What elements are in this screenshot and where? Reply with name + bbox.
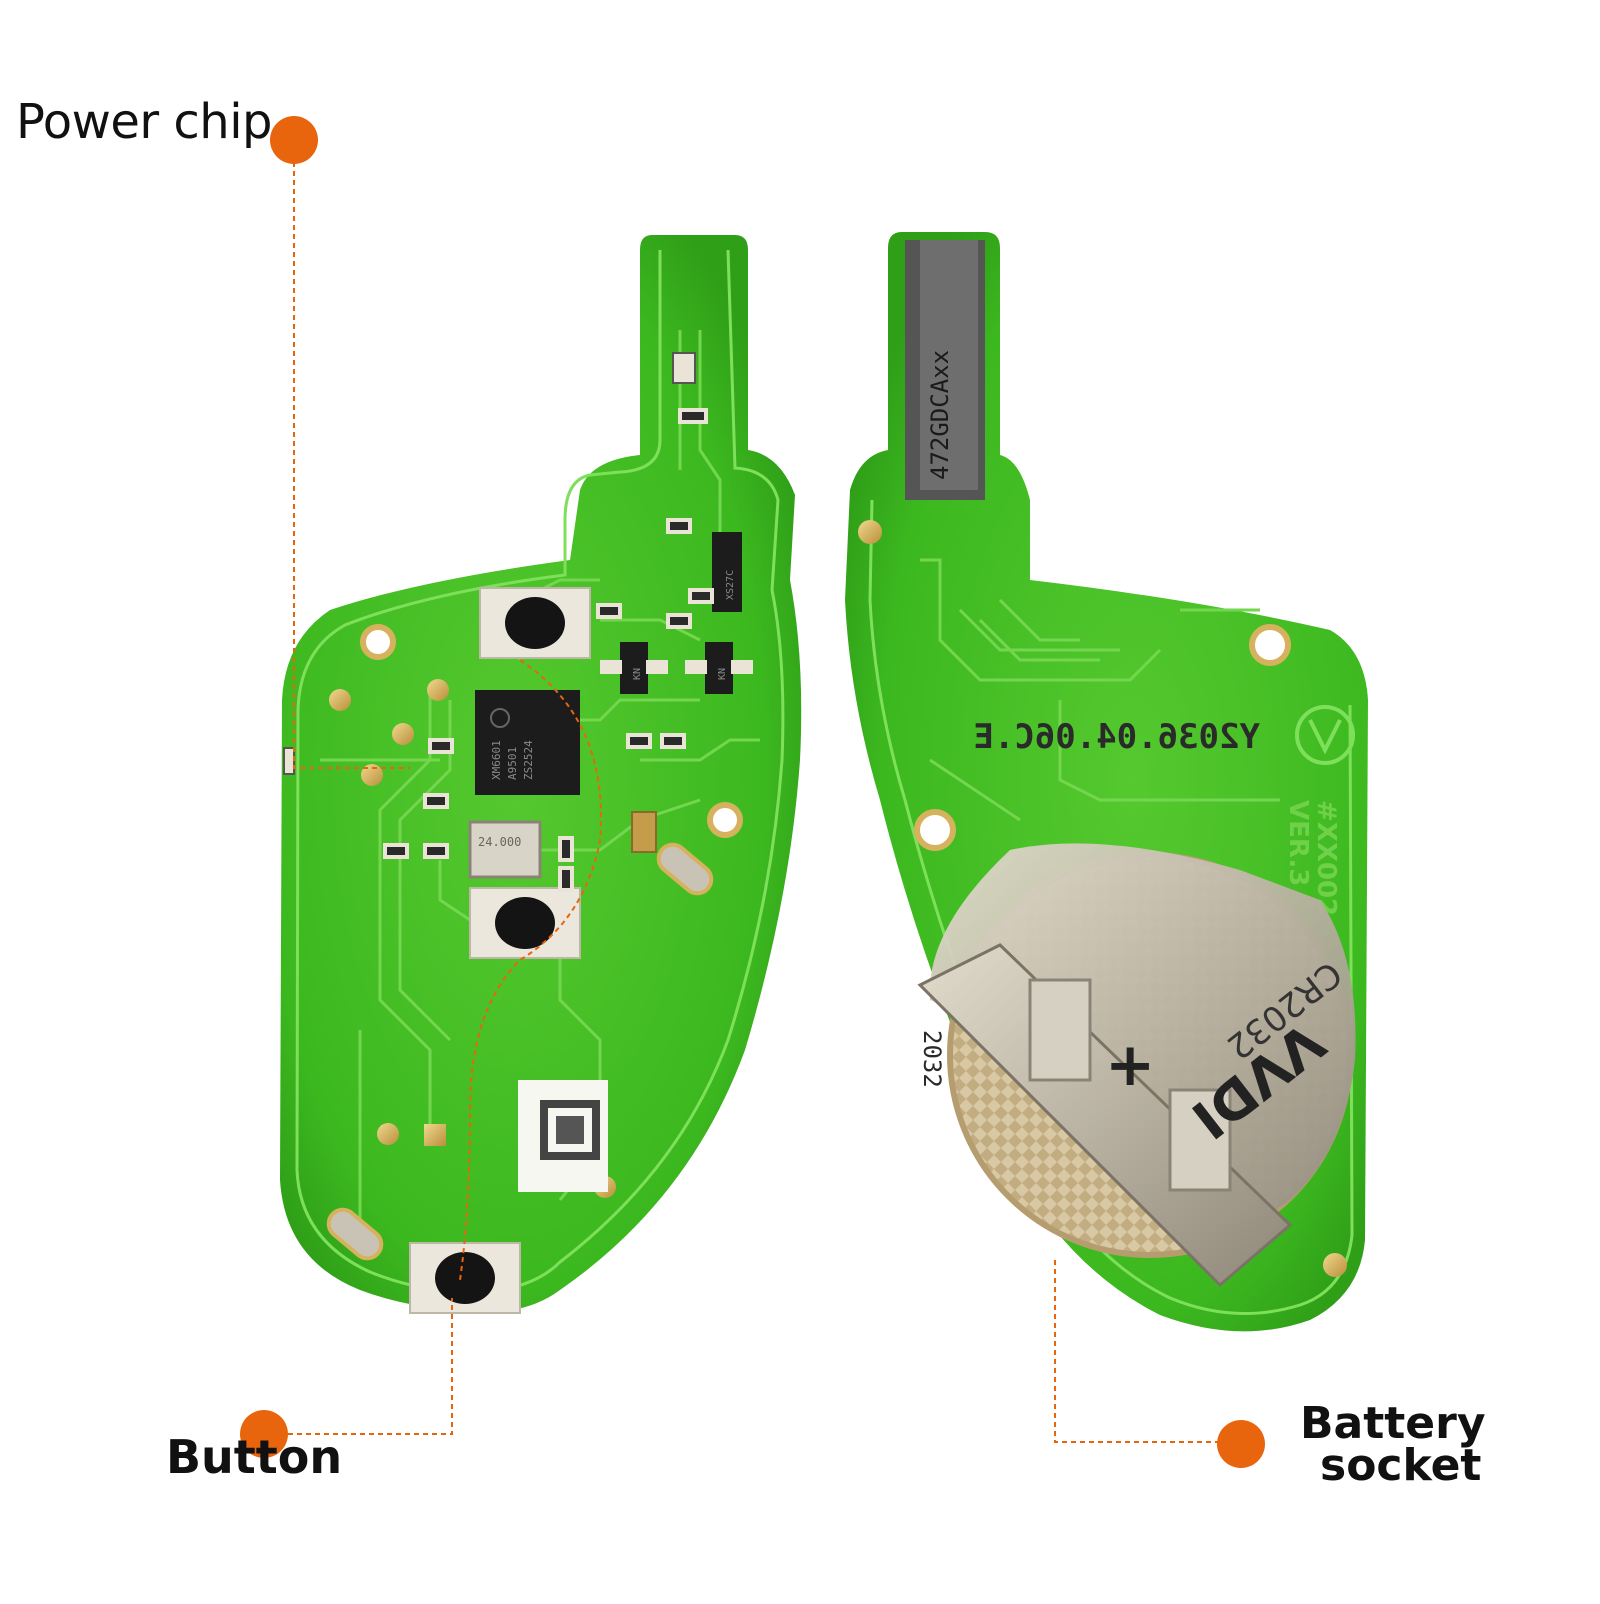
version-text-1: #XX002 bbox=[1311, 800, 1341, 916]
transistor-1: KN bbox=[600, 642, 668, 694]
crystal-text: 24.000 bbox=[478, 835, 521, 849]
board-code: Y2036.04.06C.E bbox=[973, 717, 1260, 757]
back-chip: 472GDCAxx bbox=[905, 240, 985, 500]
front-pcb: XM6601 A9501 ZS2524 24.000 XS27C KN KN bbox=[280, 235, 802, 1314]
back-chip-text: 472GDCAxx bbox=[926, 350, 954, 480]
small-ic-text: XS27C bbox=[725, 570, 736, 600]
side-text: 2032 bbox=[918, 1030, 946, 1088]
button-bottom bbox=[409, 1242, 521, 1314]
leader-button-arc bbox=[459, 659, 602, 1281]
main-chip: XM6601 A9501 ZS2524 bbox=[475, 690, 580, 795]
leader-lines bbox=[288, 162, 1220, 1443]
back-pcb: 472GDCAxx Y2036.04.06C.E #XX002 VER.3 VV… bbox=[845, 232, 1368, 1332]
brand-logo bbox=[1295, 705, 1355, 765]
battery-socket-label-line2: socket bbox=[1320, 1440, 1482, 1491]
version-text-2: VER.3 bbox=[1283, 800, 1313, 886]
power-chip-marker bbox=[270, 116, 318, 164]
main-chip-text-3: ZS2524 bbox=[522, 740, 535, 780]
battery-socket-marker bbox=[1217, 1420, 1265, 1468]
transistor-2: KN bbox=[685, 642, 753, 694]
main-chip-text-2: A9501 bbox=[506, 747, 519, 780]
button-top bbox=[479, 587, 591, 659]
battery-socket: VVDI CR2032 + bbox=[917, 843, 1356, 1288]
crystal: 24.000 bbox=[468, 820, 542, 879]
leader-battery bbox=[1054, 1260, 1220, 1443]
button-label: Button bbox=[166, 1430, 343, 1484]
leader-power-chip bbox=[293, 162, 410, 769]
transistor-1-text: KN bbox=[632, 668, 643, 680]
main-chip-text-1: XM6601 bbox=[490, 740, 503, 780]
transistor-2-text: KN bbox=[717, 668, 728, 680]
button-marker bbox=[240, 1410, 288, 1458]
battery-socket-label-line1: Battery bbox=[1300, 1398, 1486, 1449]
datamatrix-label bbox=[518, 1080, 608, 1192]
battery-plus: + bbox=[1105, 1030, 1155, 1100]
leader-button bbox=[288, 1298, 453, 1435]
small-ic: XS27C bbox=[712, 532, 742, 612]
power-chip-label: Power chip bbox=[16, 94, 273, 150]
